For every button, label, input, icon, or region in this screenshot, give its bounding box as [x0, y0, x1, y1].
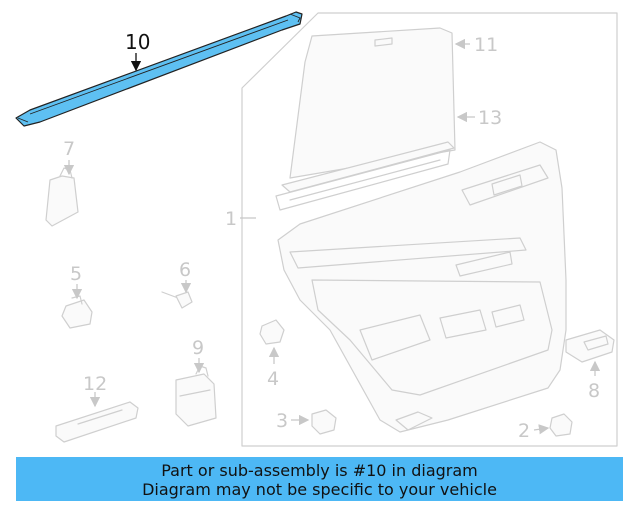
- part-13-belt-molding[interactable]: [275, 141, 455, 211]
- part-4-fastener[interactable]: [259, 319, 285, 345]
- callout-7: 7: [63, 138, 75, 160]
- parts-diagram: 10 11 13 1 7 5 6 9 12 4 3 2 8: [15, 11, 618, 447]
- callout-8: 8: [588, 380, 600, 402]
- callout-6: 6: [179, 259, 191, 281]
- part-11-window-glass[interactable]: [289, 27, 456, 179]
- callout-12: 12: [83, 373, 107, 395]
- callout-2: 2: [518, 420, 530, 442]
- part-8-switch-bezel[interactable]: [565, 329, 615, 363]
- leader-2: [533, 424, 550, 435]
- part-12-pull-handle[interactable]: [55, 401, 139, 443]
- callout-9: 9: [192, 337, 204, 359]
- callout-11: 11: [474, 34, 498, 56]
- callout-5: 5: [70, 263, 82, 285]
- callout-4: 4: [267, 368, 279, 390]
- callout-3: 3: [276, 410, 288, 432]
- part-6-screw[interactable]: [161, 291, 193, 309]
- part-9-switch[interactable]: [175, 365, 217, 427]
- callout-1: 1: [225, 208, 237, 230]
- part-7-bracket[interactable]: [45, 167, 79, 227]
- part-3-fastener[interactable]: [311, 409, 337, 435]
- info-banner: Part or sub-assembly is #10 in diagram D…: [16, 457, 623, 501]
- callout-13: 13: [478, 107, 502, 129]
- part-1-door-trim-panel[interactable]: [277, 141, 567, 433]
- part-5-clip[interactable]: [61, 295, 93, 329]
- callout-10: 10: [125, 30, 150, 54]
- door-assembly-frame: [241, 12, 618, 447]
- banner-line-2: Diagram may not be specific to your vehi…: [142, 480, 497, 499]
- part-10-highlighted[interactable]: [15, 11, 303, 127]
- banner-line-1: Part or sub-assembly is #10 in diagram: [161, 461, 478, 480]
- part-2-fastener[interactable]: [549, 413, 573, 437]
